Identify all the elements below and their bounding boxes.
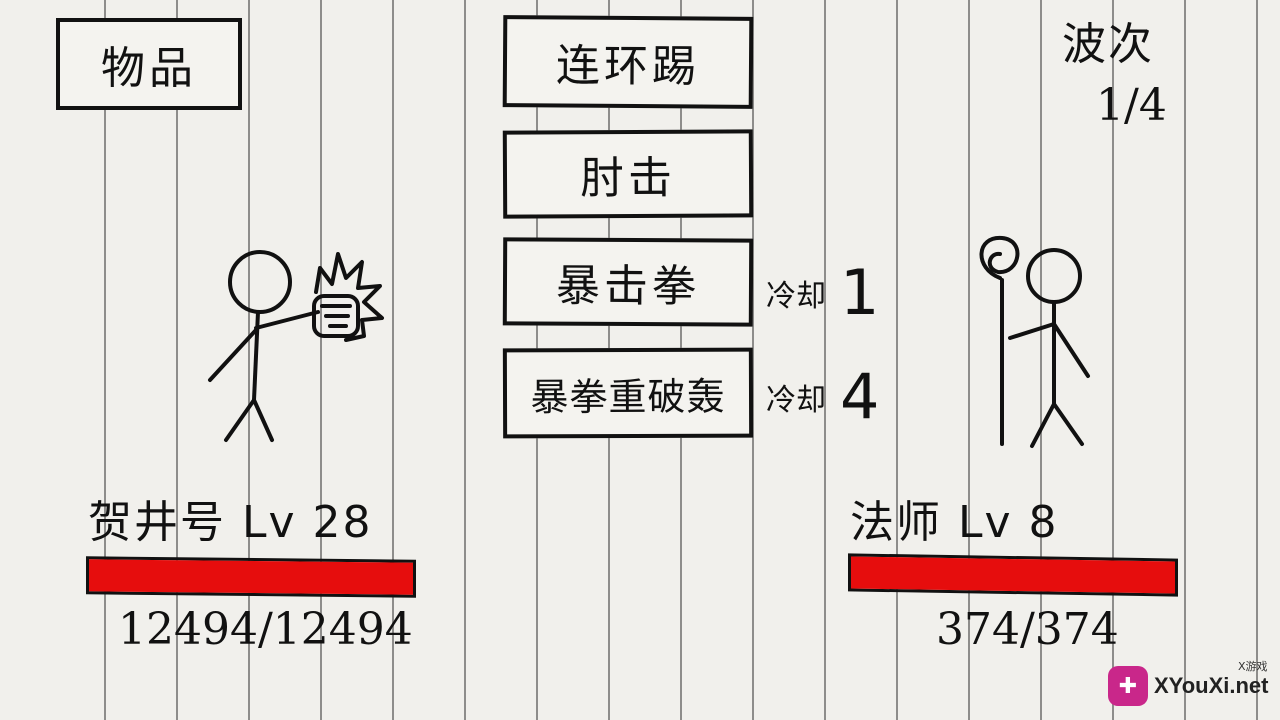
enemy-name: 法师 Lv 8	[850, 497, 1059, 548]
enemy-back-arm	[1052, 322, 1090, 378]
skill-label: 暴击拳	[555, 260, 701, 313]
skill-4-cooldown: 冷却 4	[766, 360, 879, 433]
cooldown-value: 4	[840, 360, 880, 433]
player-hp-fill	[89, 559, 413, 595]
enemy-mage[interactable]	[966, 228, 1106, 458]
impact-burst-icon	[314, 252, 384, 342]
wave-label: 波次	[1062, 19, 1154, 70]
cooldown-label: 冷却	[766, 382, 826, 418]
player-hp-bar	[86, 556, 416, 598]
player-punch-arm	[254, 310, 320, 330]
skill-button-3[interactable]: 暴击拳	[502, 237, 754, 327]
items-button[interactable]: 物品	[56, 18, 242, 110]
skill-button-4[interactable]: 暴拳重破轰	[502, 347, 754, 439]
player-head	[228, 250, 292, 314]
skill-button-2[interactable]: 肘击	[502, 129, 754, 219]
enemy-hp-bar	[848, 553, 1178, 597]
player-body	[252, 310, 260, 402]
gamepad-icon: ✚	[1108, 666, 1148, 706]
enemy-head	[1026, 248, 1082, 304]
player-stickman[interactable]	[196, 240, 396, 450]
player-hp-text: 12494/12494	[118, 604, 413, 655]
skill-label: 连环踢	[555, 40, 701, 93]
cooldown-value: 1	[840, 256, 880, 329]
skill-3-cooldown: 冷却 1	[766, 256, 879, 329]
watermark-text: XYouXi.net	[1154, 673, 1269, 698]
player-back-arm	[208, 328, 258, 382]
cooldown-label: 冷却	[766, 278, 826, 314]
watermark-subtext: X游戏	[1238, 660, 1268, 673]
enemy-staff-arm	[1008, 322, 1056, 340]
player-legs	[224, 398, 274, 442]
enemy-hp-fill	[851, 556, 1175, 594]
enemy-hp-text: 374/374	[936, 604, 1119, 655]
wave-counter: 1/4	[1096, 80, 1167, 131]
skill-label: 肘击	[579, 152, 677, 205]
skill-label: 暴拳重破轰	[530, 374, 726, 419]
fist-icon	[312, 294, 360, 338]
site-watermark: ✚ XYouXi.net X游戏	[1108, 660, 1269, 706]
skill-button-1[interactable]: 连环踢	[502, 15, 754, 109]
enemy-legs	[1030, 402, 1084, 448]
player-name: 贺井号 Lv 28	[88, 497, 373, 548]
staff-orb-icon	[979, 235, 1020, 280]
